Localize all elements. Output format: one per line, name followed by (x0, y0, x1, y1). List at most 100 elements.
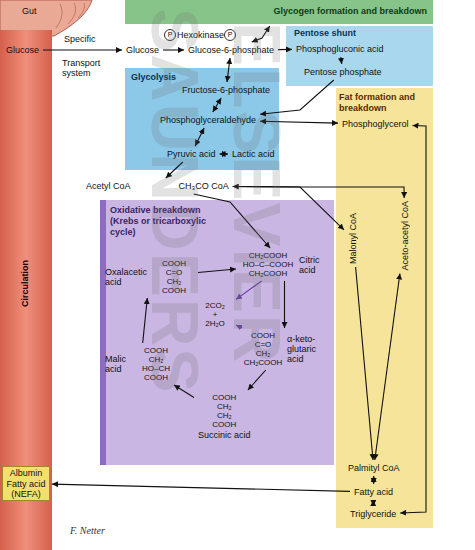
metabolite: 2CO₂ + 2H₂O (196, 300, 234, 329)
metabolite-name: Succinic acid (198, 430, 251, 440)
reaction-arrow (195, 128, 204, 146)
reaction-arrow (236, 325, 242, 328)
metabolite-name: Malonyl CoA (348, 213, 358, 264)
region-band: Glycogen formation and breakdown (125, 0, 433, 24)
metabolite: Lactic acid (230, 148, 277, 160)
reaction-arrow (356, 267, 373, 460)
metabolite: Malic acidCOOH CH₂ HO–CH COOH (103, 345, 178, 383)
reaction-arrow (143, 298, 148, 343)
metabolite-name: Pyruvic acid (167, 149, 216, 159)
reaction-arrow (220, 153, 229, 154)
metabolite: Glucose (4, 44, 41, 56)
region-heading: Circulation (20, 260, 31, 307)
metabolite-name: Fatty acid (354, 487, 393, 497)
metabolite-name: Aceto-acetyl CoA (400, 201, 410, 271)
metabolite-name: Glucose (126, 45, 159, 55)
metabolite-name: Fructose-6-phosphate (182, 85, 270, 95)
region-heading: Pentose shunt (294, 28, 414, 39)
metabolite: Pentose phosphate (302, 66, 384, 78)
metabolite-name: Acetyl CoA (86, 181, 131, 191)
metabolite: Phosphoglyceraldehyde (158, 114, 258, 126)
chemical-formula: COOH CH₂ CH₂ COOH (204, 393, 244, 429)
gut-folds (56, 3, 85, 28)
metabolite: Phosphogluconic acid (294, 43, 386, 55)
metabolite: Malonyl CoA (346, 212, 360, 265)
reaction-arrow (194, 194, 270, 248)
chemical-formula: 2CO₂ + 2H₂O (198, 301, 232, 328)
organ-label: Gut (22, 6, 37, 16)
reaction-arrow (52, 484, 350, 491)
region-band: Pentose shuntPhosphogluconic acidPentose… (286, 26, 433, 86)
reaction-arrow (400, 126, 426, 514)
metabolite-name: Glucose-6-phosphate (188, 45, 274, 55)
reaction-arrow (278, 49, 292, 50)
transport-box: AlbuminFatty acid (NEFA) (2, 466, 50, 501)
watermark: SAUNDERS (140, 8, 210, 394)
reaction-arrow (373, 476, 374, 484)
region-band: Oxidative breakdown (Krebs or tricarboxy… (100, 200, 334, 465)
enzyme-label: Hexokinase (177, 30, 224, 40)
metabolite-name: α-keto-glutaric acid (287, 334, 327, 364)
reaction-arrow (373, 500, 374, 506)
region-heading: Oxidative breakdown (Krebs or tricarboxy… (110, 205, 210, 238)
region-heading: Glycogen formation and breakdown (257, 6, 427, 17)
reaction-arrow (163, 49, 184, 50)
region-band: GlycolysisFructose-6-phosphatePhosphogly… (125, 68, 279, 170)
phosphate-circle: P (164, 29, 176, 41)
reaction-arrow (166, 162, 183, 178)
reaction-arrow (284, 281, 285, 328)
transport-label: Transport system (62, 58, 108, 78)
reaction-arrow (213, 98, 221, 112)
metabolite-name: Lactic acid (232, 149, 275, 159)
reaction-arrow (260, 121, 338, 123)
transport-label: Specific (64, 34, 96, 44)
metabolite-name: CH₃CO CoA (179, 181, 229, 191)
chemical-formula: COOH C=O CH₂ COOH (154, 259, 194, 295)
reaction-arrow (236, 281, 262, 299)
watermark: ELSEVIER (222, 22, 292, 364)
metabolite-name: Malic acid (105, 354, 133, 374)
region-heading: Glycolysis (131, 72, 191, 83)
chemical-formula: COOH C=O CH₂ CH₂COOH (242, 331, 284, 367)
reaction-arrow (174, 385, 194, 398)
metabolite-name: Oxalacetic acid (105, 267, 151, 287)
metabolite-name: Triglyceride (350, 509, 396, 519)
metabolite: Fructose-6-phosphate (180, 84, 272, 96)
metabolite-name: Phosphoglyceraldehyde (160, 115, 256, 125)
chemical-formula: CH₂COOH HO–C–COOH CH₂COOH (240, 251, 296, 278)
phosphate-circle: P (224, 29, 236, 41)
reaction-arrow (198, 269, 236, 273)
metabolite-name: Citric acid (299, 255, 329, 275)
reaction-arrow (260, 80, 334, 114)
metabolite-name: Phosphoglycerol (342, 119, 409, 129)
reaction-arrow (375, 274, 400, 461)
vessel-band: Circulation GlucoseAlbuminFatty acid (NEF… (0, 30, 52, 550)
metabolite-name: Phosphogluconic acid (296, 44, 384, 54)
metabolite: Glucose (124, 44, 161, 56)
reaction-arrow (233, 187, 405, 199)
region-heading: Fat formation and breakdown (339, 92, 430, 114)
reaction-arrow (233, 187, 344, 230)
metabolite: Glucose-6-phosphate (186, 44, 276, 56)
metabolite: Oxalacetic acidCOOH C=O CH₂ COOH (103, 258, 196, 296)
reaction-arrow (248, 370, 266, 390)
metabolite-name: Palmityl CoA (348, 463, 400, 473)
metabolite-name: Albumin (10, 468, 43, 478)
metabolite-name: Pentose phosphate (304, 67, 382, 77)
metabolite-name: Glucose (6, 45, 39, 55)
signature: F. Netter (70, 526, 105, 536)
reaction-arrow (340, 57, 342, 64)
metabolite: Palmityl CoA (346, 462, 402, 474)
metabolite: CH₂COOH HO–C–COOH CH₂COOHCitric acid (238, 250, 331, 279)
metabolite: Fatty acid (352, 486, 395, 498)
region-band: Fat formation and breakdownPhosphoglycer… (336, 88, 433, 528)
metabolite: COOH CH₂ CH₂ COOHSuccinic acid (196, 392, 253, 441)
reaction-arrow (252, 26, 270, 42)
metabolite: Acetyl CoA CH₃CO CoA (84, 180, 231, 192)
metabolite: Aceto-acetyl CoA (398, 200, 412, 272)
reaction-arrow (43, 49, 122, 50)
reaction-arrow (227, 58, 230, 82)
chemical-formula: COOH CH₂ HO–CH COOH (136, 346, 176, 382)
